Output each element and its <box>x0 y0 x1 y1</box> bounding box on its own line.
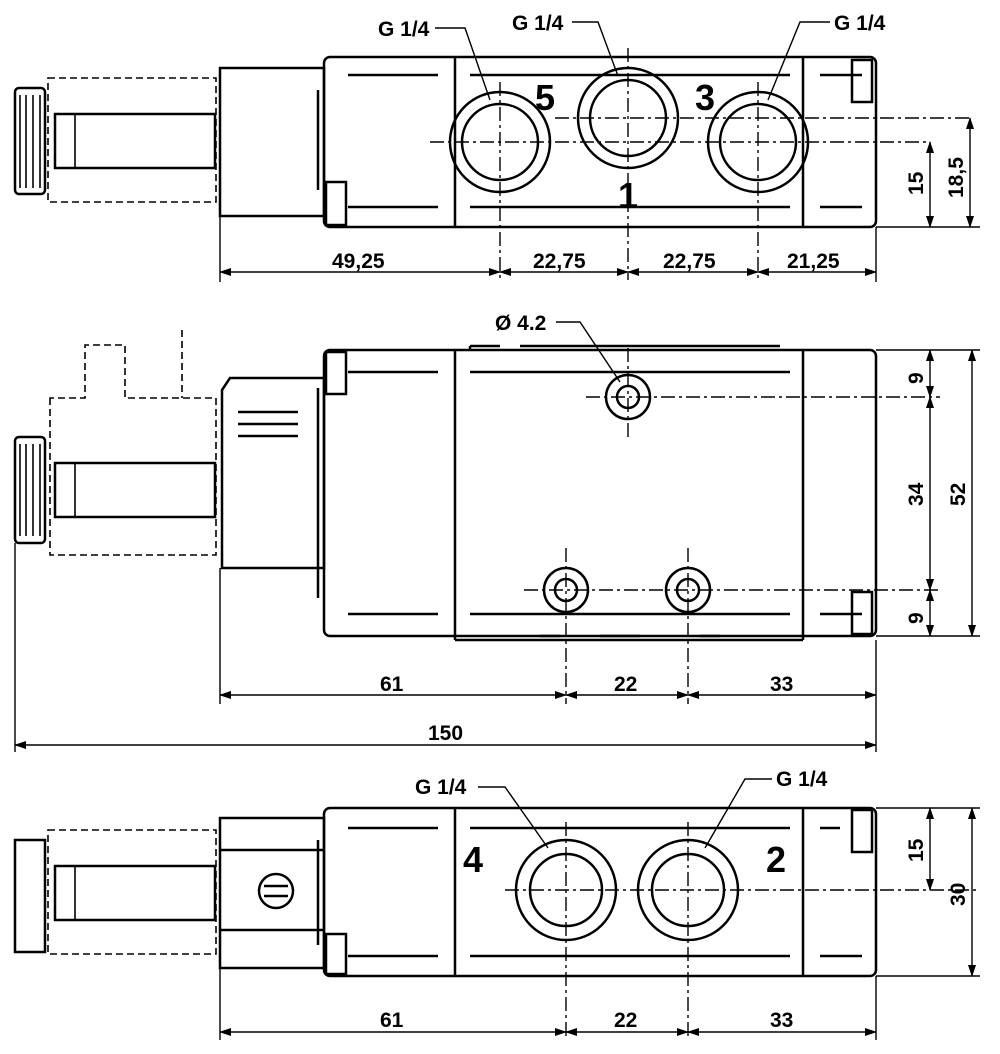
bottom-valve-body <box>322 806 878 978</box>
top-callout-right: G 1/4 <box>834 12 886 35</box>
middle-view: Ø 4.2 9 34 9 52 61 22 33 150 <box>13 312 980 752</box>
top-dim-18-5: 18,5 <box>945 157 968 198</box>
top-port-label-3: 3 <box>695 77 715 118</box>
bottom-dim-30: 30 <box>947 883 970 906</box>
middle-dim-22: 22 <box>614 673 637 696</box>
middle-dim-61: 61 <box>380 673 404 696</box>
top-dim-49-25: 49,25 <box>332 250 385 273</box>
middle-connector-outline <box>49 344 217 556</box>
middle-dim-52: 52 <box>947 483 970 506</box>
bottom-dim-33: 33 <box>770 1009 793 1032</box>
top-dim-22-75-b: 22,75 <box>663 250 716 273</box>
top-dim-21-25: 21,25 <box>787 250 840 273</box>
middle-dim-150: 150 <box>428 722 463 745</box>
bottom-connector-housing <box>47 829 217 955</box>
bottom-coil-housing <box>218 816 326 970</box>
bottom-dim-61: 61 <box>380 1009 404 1032</box>
top-dim-22-75-a: 22,75 <box>533 250 586 273</box>
middle-callout-hole: Ø 4.2 <box>495 312 546 335</box>
bottom-plug-stem <box>53 864 217 922</box>
top-callout-middle: G 1/4 <box>512 12 564 35</box>
middle-knurled-nut <box>13 435 47 545</box>
top-callout-left: G 1/4 <box>378 18 430 41</box>
top-port-label-5: 5 <box>535 77 555 118</box>
top-view: G 1/4 G 1/4 G 1/4 5 1 3 49,25 22,75 22,7… <box>13 12 980 282</box>
middle-plug-stem <box>53 461 217 519</box>
top-knurled-nut <box>13 86 47 196</box>
middle-dim-33: 33 <box>770 673 793 696</box>
middle-dim-34: 34 <box>905 482 928 506</box>
top-plug-stem <box>53 112 217 170</box>
top-coil-housing <box>218 66 326 218</box>
bottom-dim-15: 15 <box>905 838 928 862</box>
bottom-dim-22: 22 <box>614 1009 637 1032</box>
bottom-screw-icon <box>257 872 295 910</box>
bottom-end-cap <box>13 838 47 954</box>
bottom-port-label-4: 4 <box>463 839 483 880</box>
bottom-callout-left: G 1/4 <box>415 776 467 799</box>
bottom-view: G 1/4 G 1/4 4 2 15 30 61 22 33 <box>13 768 980 1040</box>
top-dim-15: 15 <box>905 171 928 195</box>
middle-coil-housing <box>220 376 326 570</box>
middle-valve-body <box>322 348 878 638</box>
top-port-label-1: 1 <box>618 175 638 216</box>
top-connector-housing <box>47 77 217 203</box>
bottom-port-label-2: 2 <box>766 839 786 880</box>
middle-dim-9-bottom: 9 <box>905 612 928 624</box>
middle-dim-9-top: 9 <box>905 372 928 384</box>
bottom-callout-right: G 1/4 <box>776 768 828 791</box>
